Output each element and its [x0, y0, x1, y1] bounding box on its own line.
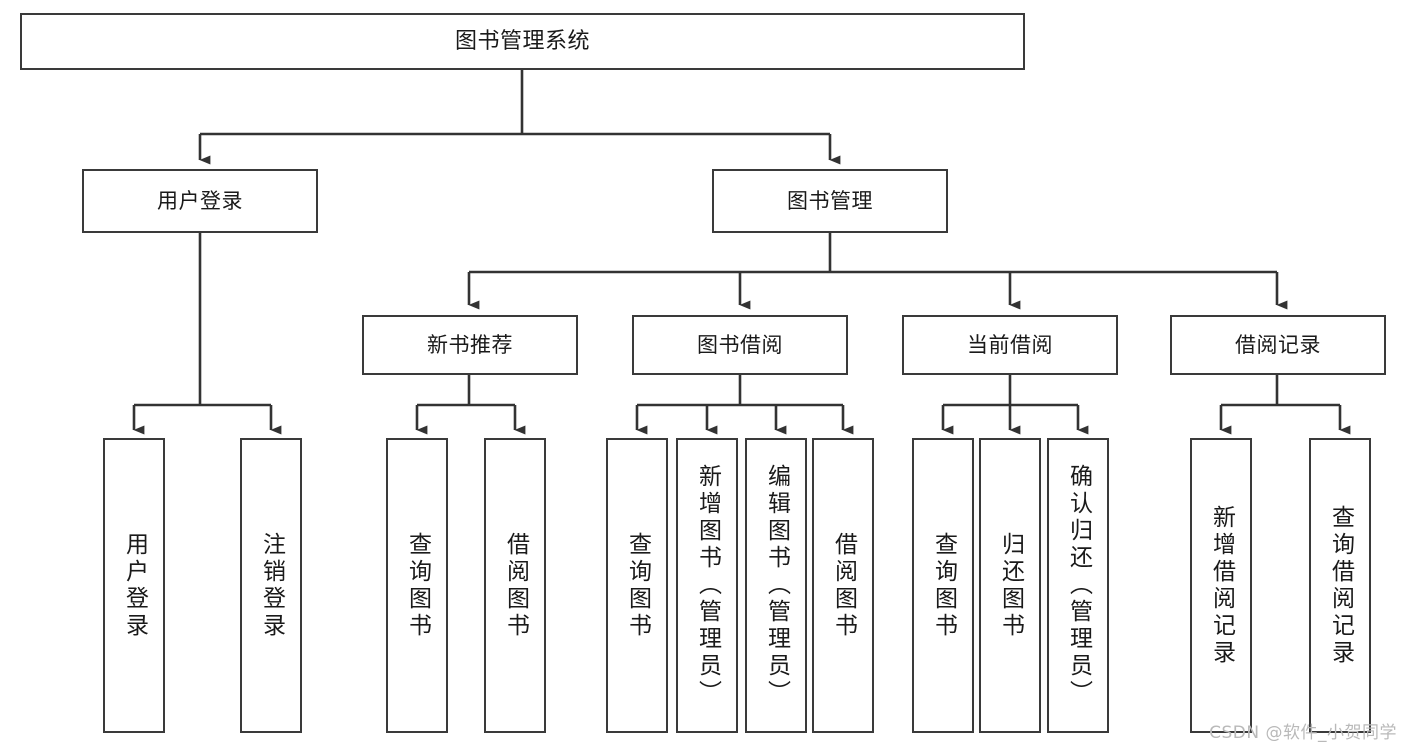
leaf-new-book-query-book[interactable]: 查询图书 — [386, 438, 448, 733]
node-user-login[interactable]: 用户登录 — [82, 169, 318, 233]
leaf-book-borrow-query-book[interactable]: 查询图书 — [606, 438, 668, 733]
node-label: 借阅图书 — [502, 531, 529, 640]
node-label: 图书管理 — [787, 188, 873, 213]
node-label: 借阅记录 — [1235, 332, 1321, 357]
node-label: 当前借阅 — [967, 332, 1053, 357]
leaf-book-borrow-borrow-book[interactable]: 借阅图书 — [812, 438, 874, 733]
node-label: 新增图书（管理员） — [694, 464, 721, 707]
leaf-book-borrow-edit-book-admin[interactable]: 编辑图书（管理员） — [745, 438, 807, 733]
csdn-watermark: CSDN @软件_小贺同学 — [1209, 723, 1397, 743]
leaf-borrow-record-add-record[interactable]: 新增借阅记录 — [1190, 438, 1252, 733]
node-label: 查询图书 — [624, 531, 651, 640]
node-label: 查询借阅记录 — [1327, 504, 1354, 667]
leaf-borrow-record-query-record[interactable]: 查询借阅记录 — [1309, 438, 1371, 733]
node-label: 查询图书 — [930, 531, 957, 640]
node-current-borrow[interactable]: 当前借阅 — [902, 315, 1118, 375]
node-label: 归还图书 — [997, 531, 1024, 640]
node-label: 用户登录 — [157, 188, 243, 213]
leaf-user-login-signin[interactable]: 用户登录 — [103, 438, 165, 733]
node-label: 注销登录 — [258, 531, 285, 640]
node-label: 图书借阅 — [697, 332, 783, 357]
node-root-book-management-system[interactable]: 图书管理系统 — [20, 13, 1025, 70]
node-new-book-recommend[interactable]: 新书推荐 — [362, 315, 578, 375]
leaf-new-book-borrow-book[interactable]: 借阅图书 — [484, 438, 546, 733]
node-label: 查询图书 — [404, 531, 431, 640]
leaf-current-borrow-query-book[interactable]: 查询图书 — [912, 438, 974, 733]
leaf-current-borrow-return-book[interactable]: 归还图书 — [979, 438, 1041, 733]
node-label: 新增借阅记录 — [1208, 504, 1235, 667]
node-label: 借阅图书 — [830, 531, 857, 640]
leaf-book-borrow-add-book-admin[interactable]: 新增图书（管理员） — [676, 438, 738, 733]
node-book-borrow[interactable]: 图书借阅 — [632, 315, 848, 375]
node-label: 新书推荐 — [427, 332, 513, 357]
node-label: 确认归还（管理员） — [1065, 464, 1092, 707]
node-label: 图书管理系统 — [454, 28, 590, 54]
leaf-user-login-logout[interactable]: 注销登录 — [240, 438, 302, 733]
node-book-management[interactable]: 图书管理 — [712, 169, 948, 233]
node-label: 用户登录 — [121, 531, 148, 640]
node-label: 编辑图书（管理员） — [763, 464, 790, 707]
node-borrow-record[interactable]: 借阅记录 — [1170, 315, 1386, 375]
leaf-current-borrow-confirm-return-admin[interactable]: 确认归还（管理员） — [1047, 438, 1109, 733]
